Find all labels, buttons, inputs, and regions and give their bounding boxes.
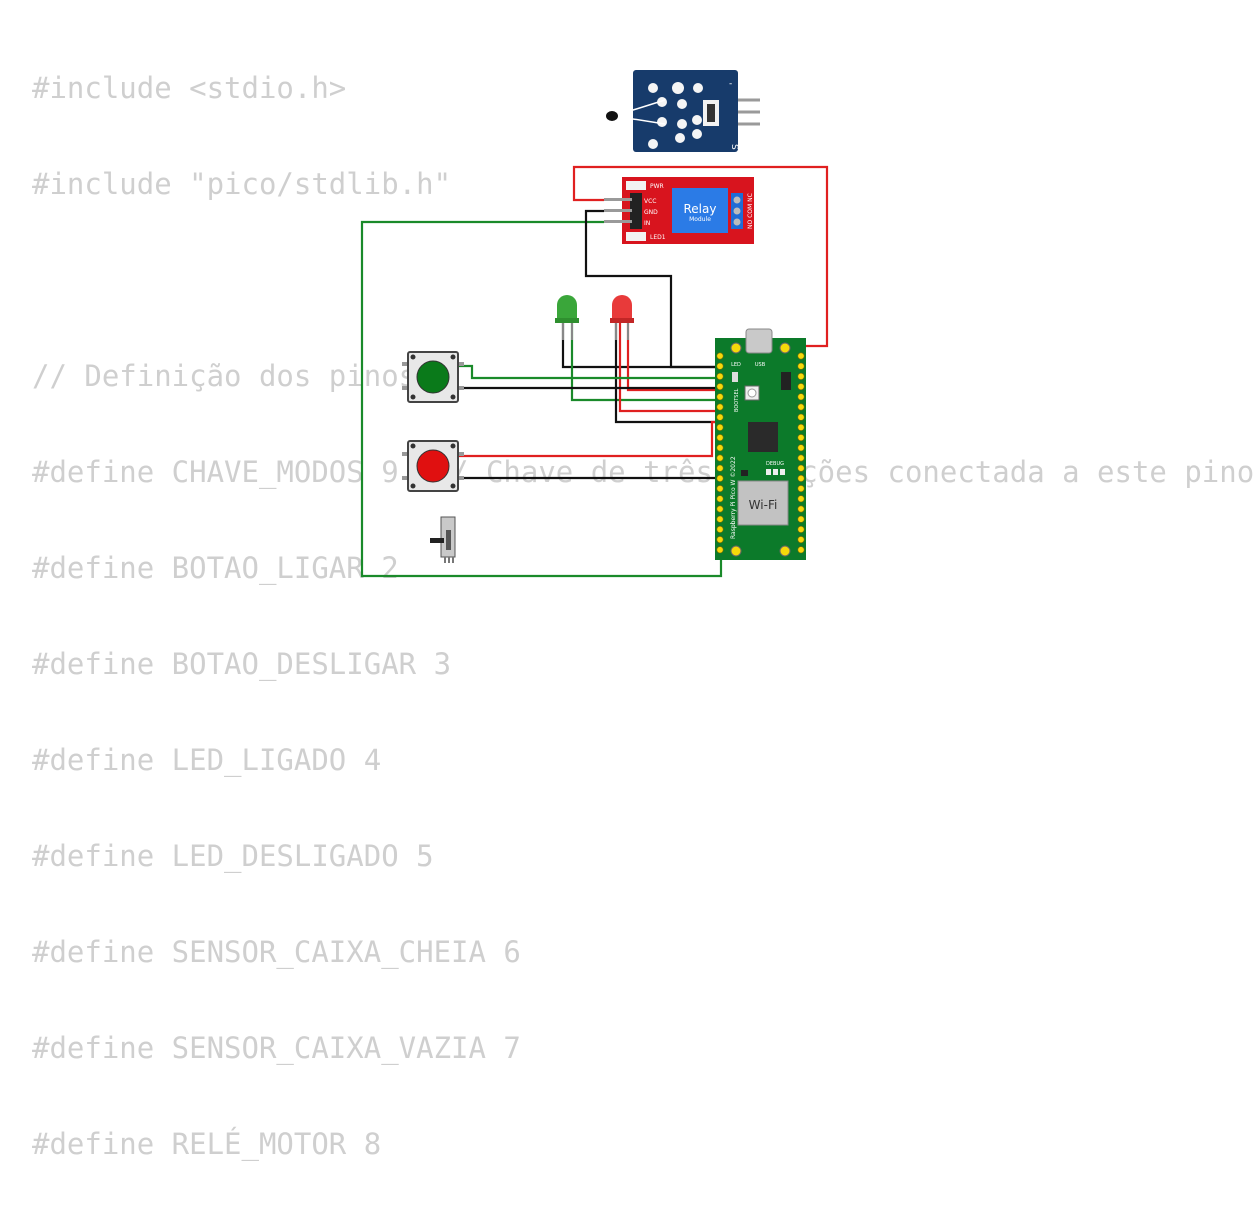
pico-pin[interactable]	[797, 495, 805, 503]
pico-pin[interactable]	[716, 423, 724, 431]
pico-debug-label: DEBUG	[766, 461, 784, 467]
pico-pin[interactable]	[716, 413, 724, 421]
temperature-sensor-module[interactable]: - S	[606, 70, 760, 152]
pico-pin[interactable]	[797, 444, 805, 452]
thermistor-icon	[606, 111, 618, 121]
slide-switch-handle[interactable]	[430, 538, 444, 543]
relay-output-pins: NO COM NC	[747, 193, 754, 229]
pico-pin[interactable]	[716, 546, 724, 554]
pico-pin[interactable]	[797, 464, 805, 472]
pico-pin-headers	[716, 352, 805, 554]
wire-red-button-a[interactable]	[458, 420, 720, 458]
pico-pin[interactable]	[716, 372, 724, 380]
pico-pin[interactable]	[797, 485, 805, 493]
pico-pin[interactable]	[716, 383, 724, 391]
pico-pin[interactable]	[716, 536, 724, 544]
wire-green-led-anode[interactable]	[561, 322, 720, 369]
pico-led-label: LED	[731, 362, 741, 368]
green-led[interactable]	[555, 295, 579, 340]
pico-pin[interactable]	[797, 423, 805, 431]
pico-wifi-label: Wi-Fi	[749, 498, 778, 512]
pico-pin[interactable]	[797, 434, 805, 442]
usb-port-icon	[745, 328, 773, 354]
red-button-cap-icon	[416, 449, 450, 483]
wire-green-led-cathode[interactable]	[570, 322, 720, 402]
pico-pin[interactable]	[716, 505, 724, 513]
relay-pin-pwr: PWR	[650, 183, 664, 190]
pico-pin[interactable]	[797, 505, 805, 513]
pico-pin[interactable]	[797, 525, 805, 533]
red-led-icon	[612, 295, 632, 320]
pico-pin[interactable]	[797, 474, 805, 482]
pico-pin[interactable]	[716, 464, 724, 472]
red-push-button[interactable]	[402, 440, 464, 492]
pico-chip-icon	[748, 422, 778, 452]
pico-pin[interactable]	[716, 485, 724, 493]
wifi-module	[737, 480, 789, 526]
raspberry-pi-pico-w[interactable]: LED USB BOOTSEL DEBUG Wi-Fi Raspberry Pi…	[715, 328, 806, 560]
code-line: // Definição dos pinos	[32, 359, 417, 393]
code-line: #define BOTAO_LIGAR 2	[32, 551, 399, 585]
wire-red-led-cathode[interactable]	[618, 322, 720, 413]
code-line: #define BOTAO_DESLIGAR 3	[32, 647, 452, 681]
pico-pin[interactable]	[797, 454, 805, 462]
pico-pin[interactable]	[716, 434, 724, 442]
code-line: #include <stdio.h>	[32, 71, 347, 105]
pico-pin[interactable]	[797, 413, 805, 421]
wire-ground-rail[interactable]	[614, 322, 720, 424]
relay-pin-led1: LED1	[650, 234, 666, 241]
pico-pin[interactable]	[797, 515, 805, 523]
pico-pin[interactable]	[716, 525, 724, 533]
pico-pin[interactable]	[797, 536, 805, 544]
green-button-cap-icon	[416, 360, 450, 394]
pico-pin[interactable]	[716, 403, 724, 411]
sensor-minus-label: -	[729, 79, 732, 89]
pico-pin[interactable]	[797, 352, 805, 360]
relay-pin-vcc: VCC	[644, 198, 656, 205]
pico-pin[interactable]	[797, 393, 805, 401]
pico-pin[interactable]	[797, 546, 805, 554]
pico-usb-label: USB	[755, 362, 766, 368]
relay-pin-in: IN	[644, 220, 650, 227]
wire-green-button-a[interactable]	[458, 364, 720, 380]
pico-pin[interactable]	[716, 454, 724, 462]
slide-switch[interactable]	[430, 516, 456, 563]
relay-pin-gnd: GND	[644, 209, 658, 216]
wire-relay-in[interactable]	[360, 220, 723, 578]
code-line: #define SENSOR_CAIXA_CHEIA 6	[32, 935, 521, 969]
pico-bootsel-label: BOOTSEL	[734, 388, 740, 412]
pico-pin[interactable]	[797, 362, 805, 370]
red-led[interactable]	[610, 295, 634, 340]
pico-pin[interactable]	[716, 495, 724, 503]
code-line: #include "pico/stdlib.h"	[32, 167, 452, 201]
circuit-canvas: - S PWR VCC GND IN LED1 Relay Module NO …	[360, 70, 829, 578]
pico-pin[interactable]	[716, 515, 724, 523]
code-line: #define RELÉ_MOTOR 8	[32, 1127, 382, 1161]
relay-coil-box	[672, 188, 728, 233]
green-push-button[interactable]	[402, 351, 464, 403]
green-led-icon	[557, 295, 577, 320]
pico-pin[interactable]	[716, 474, 724, 482]
code-background: #include <stdio.h> #include "pico/stdlib…	[32, 64, 1254, 1216]
relay-title: Relay	[684, 202, 717, 216]
pico-pin[interactable]	[716, 352, 724, 360]
pico-pin[interactable]	[716, 393, 724, 401]
pico-pin[interactable]	[797, 372, 805, 380]
wire-red-led-anode[interactable]	[626, 322, 720, 392]
code-line: #define LED_DESLIGADO 5	[32, 839, 434, 873]
wire-relay-vcc[interactable]	[572, 165, 829, 348]
code-line: #define LED_LIGADO 4	[32, 743, 382, 777]
relay-subtitle: Module	[689, 216, 711, 223]
code-line: #define SENSOR_CAIXA_VAZIA 7	[32, 1031, 521, 1065]
pico-pin[interactable]	[716, 362, 724, 370]
pico-pin[interactable]	[797, 383, 805, 391]
pico-pin[interactable]	[797, 403, 805, 411]
wires	[360, 165, 829, 578]
pico-board-label: Raspberry Pi Pico W ©2022	[730, 456, 737, 539]
sensor-signal-label: S	[729, 144, 739, 150]
relay-module[interactable]: PWR VCC GND IN LED1 Relay Module NO COM …	[604, 177, 754, 244]
pico-pin[interactable]	[716, 444, 724, 452]
